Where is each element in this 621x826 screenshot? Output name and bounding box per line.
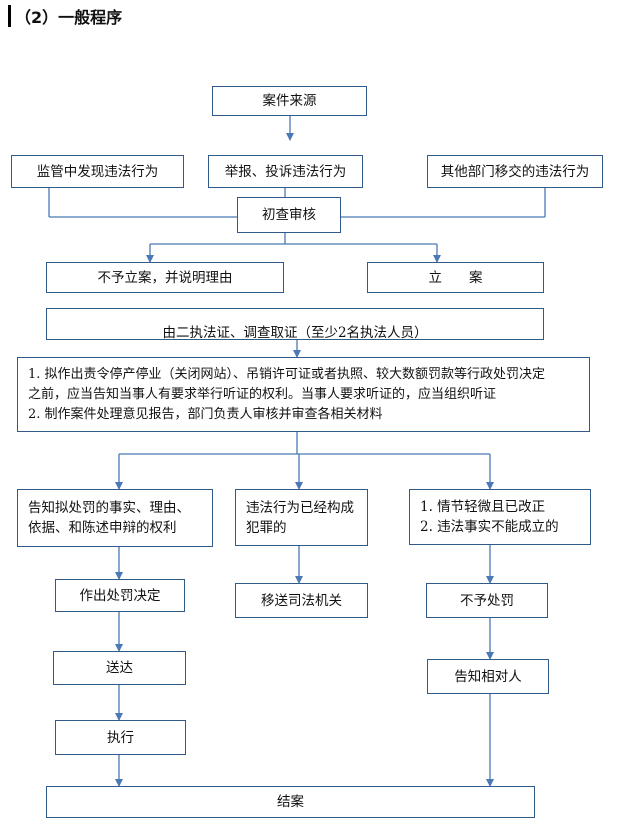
node-no-penalty-label: 不予处罚 (460, 592, 514, 609)
node-close: 结案 (46, 786, 535, 818)
proposal-line-3: 2. 制作案件处理意见报告，部门负责人审核并审查各相关材料 (28, 406, 383, 422)
node-judicial: 移送司法机关 (235, 583, 368, 618)
node-notify-rights: 告知拟处罚的事实、理由、 依据、和陈述申辩的权利 (17, 489, 213, 547)
node-decide: 作出处罚决定 (55, 579, 185, 612)
minor-line-2: 2. 违法事实不能成立的 (420, 519, 559, 535)
node-execute: 执行 (55, 720, 186, 755)
node-case-source: 案件来源 (212, 86, 367, 116)
node-found-in-supervision: 监管中发现违法行为 (11, 155, 184, 188)
node-filed-label: 立 案 (428, 269, 483, 286)
node-not-filed: 不予立案，并说明理由 (46, 262, 284, 293)
node-not-filed-label: 不予立案，并说明理由 (97, 269, 233, 286)
node-deliver: 送达 (53, 651, 186, 685)
node-filed: 立 案 (367, 262, 544, 293)
node-notify-party: 告知相对人 (427, 659, 549, 694)
heading-text: （2）一般程序 (15, 8, 123, 27)
section-heading: （2）一般程序 (8, 4, 122, 28)
node-initial-review: 初查审核 (237, 197, 341, 233)
node-no-penalty: 不予处罚 (426, 583, 548, 618)
node-notify-party-label: 告知相对人 (454, 668, 522, 685)
crime-line-1: 违法行为已经构成 (246, 499, 354, 516)
node-found-label: 监管中发现违法行为 (36, 163, 159, 180)
proposal-line-1: 1. 拟作出责令停产停业（关闭网站）、吊销许可证或者执照、较大数额罚款等行政处罚… (28, 366, 546, 382)
node-initial-label: 初查审核 (262, 207, 316, 223)
node-judicial-label: 移送司法机关 (261, 592, 342, 609)
heading-bar (8, 5, 11, 27)
node-case-source-label: 案件来源 (262, 93, 317, 109)
node-report-complaint: 举报、投诉违法行为 (208, 155, 363, 188)
node-crime: 违法行为已经构成 犯罪的 (235, 489, 368, 546)
node-report-label: 举报、投诉违法行为 (224, 163, 347, 180)
notify-rights-line-1: 告知拟处罚的事实、理由、 (28, 500, 190, 516)
node-close-label: 结案 (277, 794, 304, 810)
node-transfer: 其他部门移交的违法行为 (427, 155, 603, 188)
proposal-line-2: 之前，应当告知当事人有要求举行听证的权利。当事人要求听证的，应当组织听证 (28, 386, 497, 402)
node-deliver-label: 送达 (106, 660, 133, 676)
node-transfer-label: 其他部门移交的违法行为 (440, 163, 590, 180)
node-execute-label: 执行 (107, 729, 134, 746)
node-investigate-label: 由二执法证、调查取证（至少2名执法人员） (162, 325, 428, 340)
node-minor: 1. 情节轻微且已改正 2. 违法事实不能成立的 (409, 489, 591, 545)
notify-rights-line-2: 依据、和陈述申辩的权利 (28, 520, 177, 536)
node-decide-label: 作出处罚决定 (79, 587, 161, 604)
node-proposal: 1. 拟作出责令停产停业（关闭网站）、吊销许可证或者执照、较大数额罚款等行政处罚… (17, 357, 590, 432)
minor-line-1: 1. 情节轻微且已改正 (420, 499, 546, 515)
crime-line-2: 犯罪的 (246, 519, 287, 536)
node-investigate: 由二执法证、调查取证（至少2名执法人员） (46, 308, 544, 340)
